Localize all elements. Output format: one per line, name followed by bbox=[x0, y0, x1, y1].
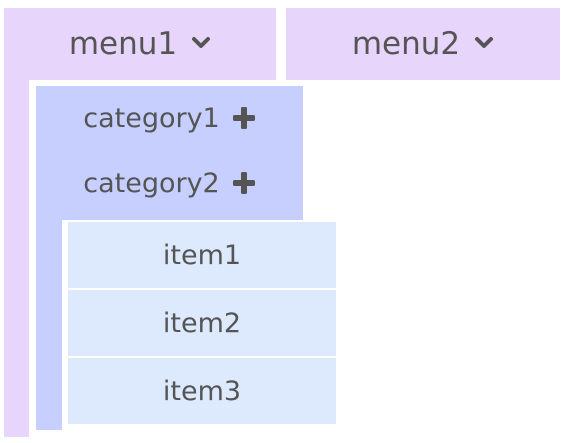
menu2-button[interactable]: menu2 bbox=[286, 8, 560, 80]
item2-label: item2 bbox=[162, 307, 242, 339]
item3-button[interactable]: item3 bbox=[68, 358, 336, 424]
category2-button[interactable]: category2 bbox=[36, 150, 303, 216]
item1-button[interactable]: item1 bbox=[68, 222, 336, 288]
chevron-down-icon bbox=[474, 36, 494, 50]
category1-label: category1 bbox=[83, 102, 220, 134]
plus-icon bbox=[232, 171, 256, 195]
category2-label: category2 bbox=[83, 167, 220, 199]
menu2-label: menu2 bbox=[351, 26, 461, 62]
menu1-label: menu1 bbox=[68, 26, 178, 62]
menu1-button[interactable]: menu1 bbox=[4, 8, 276, 80]
item2-button[interactable]: item2 bbox=[68, 290, 336, 356]
menu1-dropdown-panel bbox=[4, 80, 29, 437]
item1-label: item1 bbox=[162, 239, 242, 271]
category-panel-edge bbox=[62, 216, 303, 220]
category1-button[interactable]: category1 bbox=[36, 86, 303, 150]
item3-label: item3 bbox=[162, 375, 242, 407]
plus-icon bbox=[232, 106, 256, 130]
chevron-down-icon bbox=[191, 36, 211, 50]
